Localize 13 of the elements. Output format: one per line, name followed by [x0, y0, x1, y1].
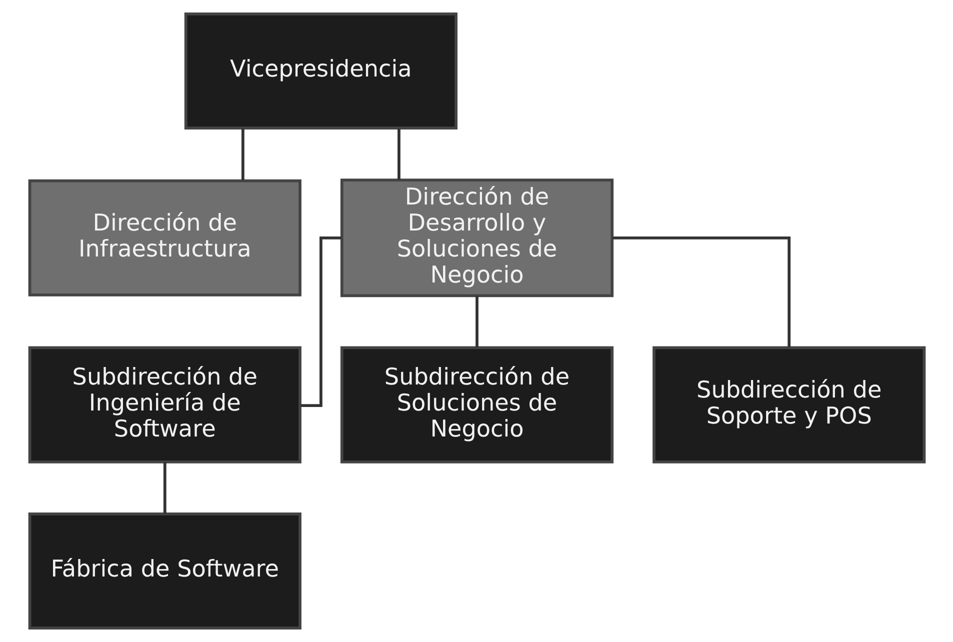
node-box: Vicepresidencia	[184, 12, 457, 130]
connector	[162, 462, 166, 514]
node-box: Subdirección de Soporte y POS	[652, 346, 926, 464]
node-box: Dirección de Desarrollo y Soluciones de Negocio	[340, 178, 614, 298]
node-box: Subdirección de Soluciones de Negocio	[340, 346, 614, 464]
connector	[397, 128, 400, 180]
node-box: Dirección de Infraestructura	[28, 179, 301, 296]
connector	[300, 236, 341, 407]
connector	[612, 236, 790, 348]
node-box: Fábrica de Software	[28, 512, 301, 630]
node-box: Subdirección de Ingeniería de Software	[28, 346, 301, 464]
connector	[475, 296, 478, 348]
connector	[240, 128, 244, 180]
